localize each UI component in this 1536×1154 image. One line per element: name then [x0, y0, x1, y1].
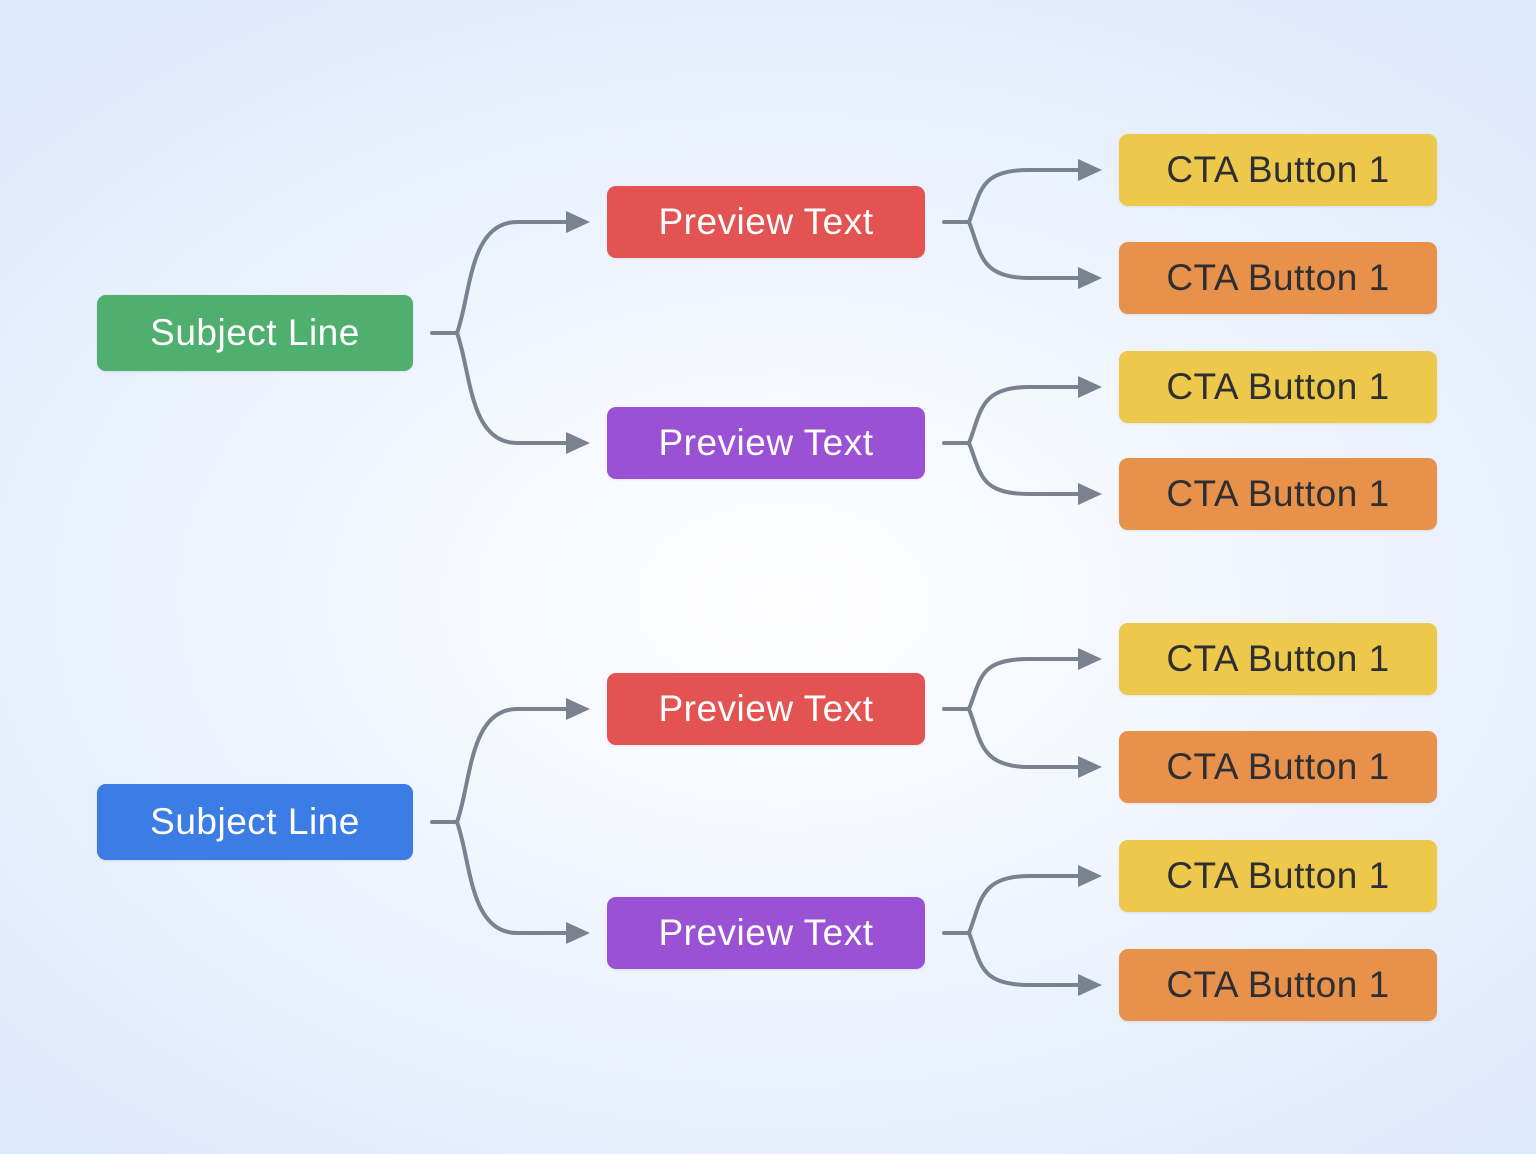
cta-button-node: CTA Button 1 [1119, 134, 1437, 206]
preview-text-node: Preview Text [607, 407, 925, 479]
cta-button-node: CTA Button 1 [1119, 949, 1437, 1021]
preview-text-node: Preview Text [607, 897, 925, 969]
cta-button-node: CTA Button 1 [1119, 242, 1437, 314]
cta-button-node: CTA Button 1 [1119, 351, 1437, 423]
connector-curve [967, 168, 1082, 224]
arrowhead-icon [1078, 974, 1102, 996]
fork-preview3 [942, 648, 1102, 778]
arrowhead-icon [1078, 376, 1102, 398]
arrowhead-icon [1078, 756, 1102, 778]
arrowhead-icon [566, 211, 590, 233]
fork-preview4 [942, 865, 1102, 996]
fork-subject1 [430, 211, 590, 454]
cta-button-node: CTA Button 1 [1119, 458, 1437, 530]
arrowhead-icon [1078, 159, 1102, 181]
connector-curve [967, 874, 1082, 935]
connector-curve [455, 331, 570, 445]
cta-button-node: CTA Button 1 [1119, 623, 1437, 695]
arrowhead-icon [1078, 648, 1102, 670]
arrowhead-icon [566, 698, 590, 720]
connector-curve [455, 707, 570, 824]
cta-button-node: CTA Button 1 [1119, 840, 1437, 912]
subject-line-node: Subject Line [97, 784, 413, 860]
connector-curve [967, 220, 1082, 280]
arrowhead-icon [566, 432, 590, 454]
connector-curve [455, 820, 570, 935]
arrowhead-icon [566, 922, 590, 944]
connector-curve [967, 441, 1082, 496]
cta-button-node: CTA Button 1 [1119, 731, 1437, 803]
fork-preview2 [942, 376, 1102, 505]
connector-curve [455, 220, 570, 335]
connector-curve [967, 707, 1082, 769]
fork-subject2 [430, 698, 590, 944]
subject-line-node: Subject Line [97, 295, 413, 371]
preview-text-node: Preview Text [607, 673, 925, 745]
preview-text-node: Preview Text [607, 186, 925, 258]
arrowhead-icon [1078, 483, 1102, 505]
connector-curve [967, 385, 1082, 445]
arrowhead-icon [1078, 865, 1102, 887]
connector-curve [967, 931, 1082, 987]
fork-preview1 [942, 159, 1102, 289]
arrowhead-icon [1078, 267, 1102, 289]
connector-curve [967, 657, 1082, 711]
